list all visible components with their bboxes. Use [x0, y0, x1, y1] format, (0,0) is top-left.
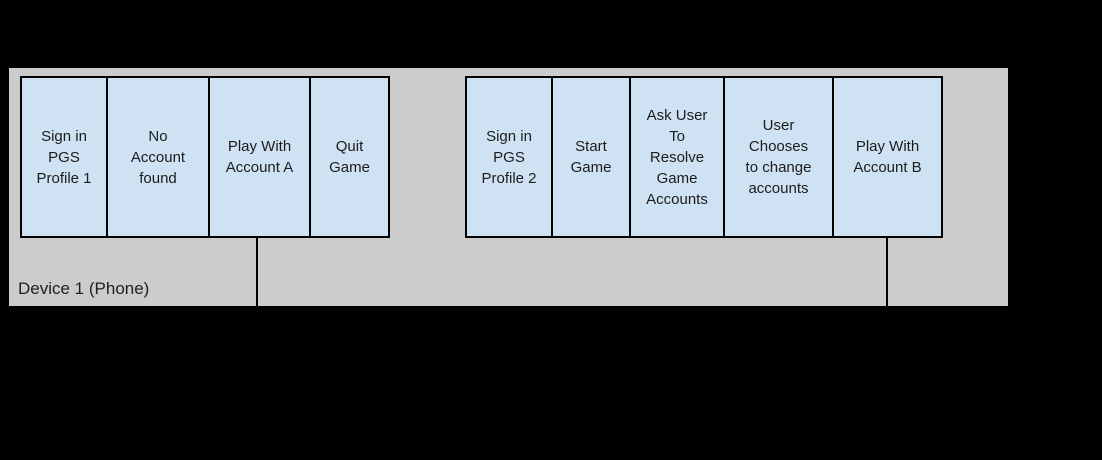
step-play-with-account-a: Play With Account A [208, 76, 311, 238]
step-ask-user-to-resolve-game-accounts: Ask User To Resolve Game Accounts [629, 76, 725, 238]
step-quit-game: Quit Game [309, 76, 390, 238]
device-lane-label: Device 1 (Phone) [18, 279, 150, 298]
step-sign-in-pgs-profile-1: Sign in PGS Profile 1 [20, 76, 108, 238]
step-start-game: Start Game [551, 76, 631, 238]
flow-group-device-1: Sign in PGS Profile 1 No Account found P… [20, 76, 390, 238]
flow-group-resolution: Sign in PGS Profile 2 Start Game Ask Use… [465, 76, 943, 238]
connector-line-account-b [886, 238, 888, 306]
device-lane-band: Sign in PGS Profile 1 No Account found P… [9, 68, 1008, 306]
step-no-account-found: No Account found [106, 76, 210, 238]
step-sign-in-pgs-profile-2: Sign in PGS Profile 2 [465, 76, 553, 238]
step-play-with-account-b: Play With Account B [832, 76, 943, 238]
step-user-chooses-to-change-accounts: User Chooses to change accounts [723, 76, 834, 238]
connector-line-account-a [256, 238, 258, 306]
